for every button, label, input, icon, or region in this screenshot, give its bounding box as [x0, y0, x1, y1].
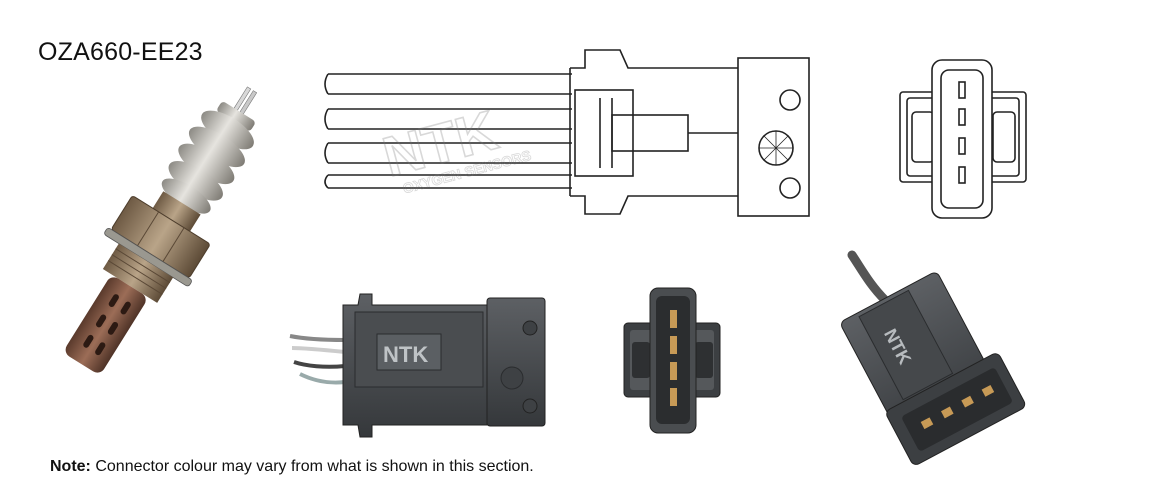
oxygen-sensor-image	[65, 86, 258, 373]
note-text: Connector colour may vary from what is s…	[90, 458, 534, 475]
note-label: Note:	[50, 458, 91, 475]
connector-face-diagram	[899, 59, 1027, 219]
ntk-watermark: NTK OXYGEN SENSORS	[375, 97, 533, 197]
connector-side-diagram	[324, 49, 810, 217]
connector-ntk-marking: NTK	[383, 342, 428, 367]
connector-side-photo: NTK	[289, 293, 546, 438]
connector-angled-photo: NTK	[841, 250, 1026, 465]
part-number-title: OZA660-EE23	[38, 38, 203, 66]
connector-colour-note: Note: Connector colour may vary from wha…	[50, 458, 534, 476]
connector-face-photo	[623, 287, 721, 434]
